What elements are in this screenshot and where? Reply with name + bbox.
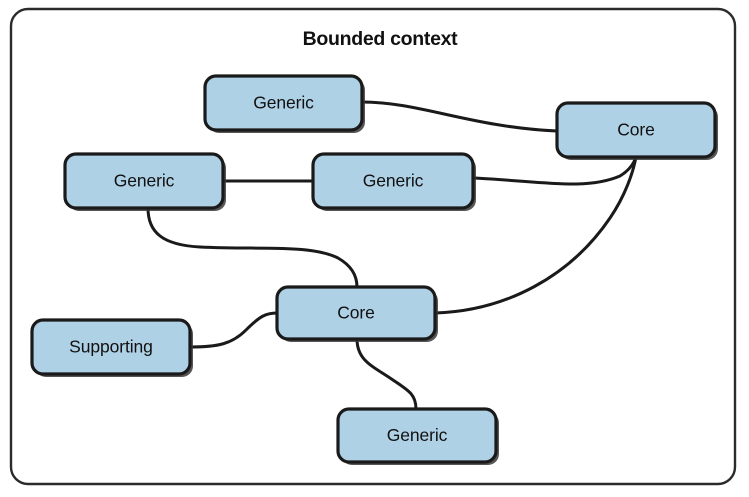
node-box[interactable]	[203, 74, 364, 132]
node-box[interactable]	[63, 152, 225, 210]
connector-core-center--core-right	[433, 155, 638, 315]
connector-generic-top--core-right	[360, 100, 559, 133]
node-label: Supporting	[69, 337, 153, 357]
page-title: Bounded context	[303, 28, 459, 50]
node-core-right[interactable]: Core	[555, 101, 718, 160]
node-box[interactable]	[275, 285, 437, 341]
connector-generic-middle--core-right	[471, 155, 638, 186]
node-box[interactable]	[311, 152, 475, 210]
edges-layer	[146, 100, 638, 411]
node-generic-middle[interactable]: Generic	[311, 152, 476, 211]
node-box[interactable]	[336, 407, 498, 464]
node-core-center[interactable]: Core	[275, 285, 438, 342]
node-supporting[interactable]: Supporting	[30, 318, 193, 377]
node-generic-top[interactable]: Generic	[203, 74, 365, 133]
node-generic-bottom[interactable]: Generic	[336, 407, 499, 465]
node-label: Generic	[387, 425, 448, 445]
node-box[interactable]	[30, 318, 192, 376]
node-label: Generic	[253, 93, 314, 113]
connector-generic-left--core-center	[146, 206, 359, 289]
node-label: Core	[617, 120, 655, 140]
node-label: Core	[337, 303, 375, 323]
connector-supporting--core-center	[188, 311, 279, 349]
node-label: Generic	[114, 171, 175, 191]
node-generic-left[interactable]: Generic	[63, 152, 226, 211]
node-box[interactable]	[555, 101, 717, 159]
connector-core-center--generic-bottom	[355, 337, 418, 411]
node-label: Generic	[363, 171, 424, 191]
